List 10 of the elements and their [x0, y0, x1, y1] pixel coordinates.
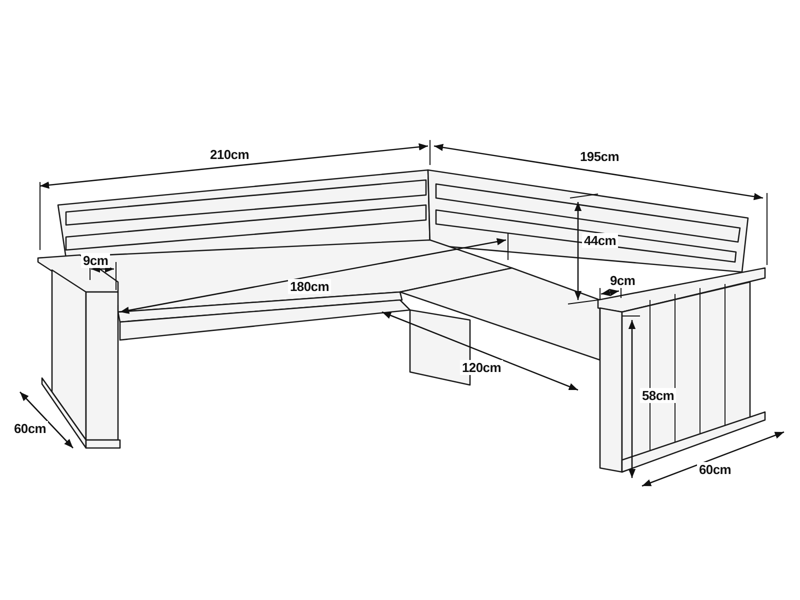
dimension-label: 60cm: [697, 462, 734, 477]
dimension-label: 58cm: [640, 388, 676, 403]
dimension-label: 44cm: [582, 233, 618, 248]
dimension-label: 180cm: [288, 279, 331, 294]
dimension-label: 210cm: [208, 147, 251, 162]
dimension-label: 120cm: [460, 360, 503, 375]
dimension-label: 9cm: [81, 253, 110, 268]
dimension-label: 60cm: [12, 421, 48, 436]
dimension-label: 195cm: [578, 149, 621, 164]
dimension-label: 9cm: [608, 273, 638, 288]
